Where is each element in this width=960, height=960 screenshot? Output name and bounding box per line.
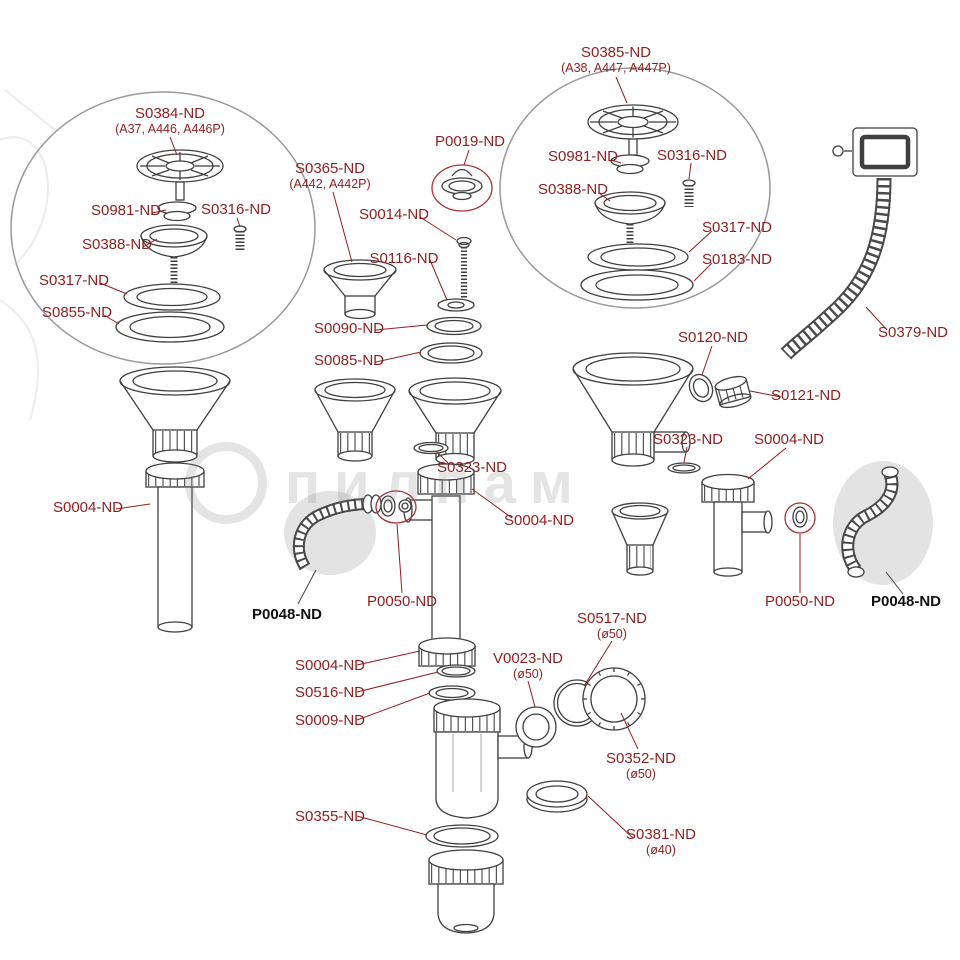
gray-highlight-left (284, 491, 376, 575)
flanged-ring-s0381 (526, 780, 588, 813)
label-s0121-nd: S0121-ND (770, 387, 842, 404)
accent-circle-p0050-right (784, 502, 816, 534)
nut-s0121 (714, 375, 752, 409)
washer-s0090 (426, 316, 482, 336)
right-gasket-s0317 (587, 243, 689, 271)
label-s0365-nd: S0365-ND(A442, A442P) (289, 160, 371, 192)
label-s0116-nd: S0116-ND (369, 250, 439, 267)
flange-s0365 (323, 259, 397, 320)
mid-union-nut-and-pipe (403, 463, 475, 641)
label-p0019-nd: P0019-ND (434, 133, 506, 150)
label-s0317-nd-right: S0317-ND (701, 219, 773, 236)
ring-s0009 (428, 685, 476, 701)
left-drain-body (119, 366, 231, 463)
label-s0379-nd: S0379-ND (877, 324, 949, 341)
right-seal-washer (610, 154, 650, 175)
left-gasket-s0317 (123, 283, 221, 311)
lower-union-nut (418, 637, 476, 667)
trap-body (435, 731, 533, 819)
left-group-ellipse (10, 91, 316, 365)
right-gasket-s0183 (580, 269, 694, 301)
label-s0352-nd: S0352-ND(ø50) (605, 750, 677, 782)
washer-s0116 (437, 298, 475, 312)
label-p0050-nd-right: P0050-ND (764, 593, 836, 610)
label-s0517-nd: S0517-ND(ø50) (576, 610, 648, 642)
gray-highlight-right (833, 461, 933, 585)
oring-s0323-mid (413, 441, 449, 455)
label-s0384-nd: S0384-ND(A37, A446, A446P) (115, 105, 225, 137)
label-s0004-nd-right: S0004-ND (753, 431, 825, 448)
right-union-nut-and-pipe (701, 473, 773, 577)
gasket-s0085 (419, 342, 483, 364)
leader-lines-bold (297, 569, 904, 605)
left-bolt (233, 225, 247, 252)
oring-p0050-right (792, 506, 808, 528)
elbow-p0048-right (841, 466, 899, 578)
label-s0381-nd: S0381-ND(ø40) (625, 826, 697, 858)
label-s0014-nd: S0014-ND (358, 206, 430, 223)
label-s0981-nd-left: S0981-ND (90, 202, 162, 219)
right-group-ellipse (499, 67, 771, 309)
right-drain-funnel (572, 352, 694, 467)
label-p0048-nd-right: P0048-ND (870, 593, 942, 610)
label-s0323-nd-mid: S0323-ND (436, 459, 508, 476)
leader-lines (99, 76, 888, 839)
label-s0009-nd: S0009-ND (294, 712, 366, 729)
label-s0388-nd-right: S0388-ND (537, 181, 609, 198)
left-strainer-cap (136, 149, 224, 201)
nut-s0352 (582, 667, 646, 731)
overflow-head (832, 127, 918, 177)
mid-funnel-left (314, 378, 396, 462)
screw-s0014 (456, 236, 472, 303)
label-s0085-nd: S0085-ND (313, 352, 385, 369)
left-seal-washer (157, 201, 197, 222)
accent-circle-p0019 (431, 164, 493, 212)
label-s0385-nd: S0385-ND(A38, A447, A447P) (561, 44, 671, 76)
left-extension-tube (145, 462, 205, 633)
label-s0355-nd: S0355-ND (294, 808, 366, 825)
oring-s0516 (436, 664, 476, 678)
label-s0004-nd-mid: S0004-ND (503, 512, 575, 529)
right-strainer-cap (587, 104, 679, 156)
accent-circle-p0050-left (375, 490, 417, 524)
trap-bottom-cup (428, 849, 504, 934)
label-s0317-nd-left: S0317-ND (38, 272, 110, 289)
label-s0183-nd: S0183-ND (701, 251, 773, 268)
plug-p0019 (441, 168, 483, 201)
left-gasket-s0855 (115, 311, 225, 343)
label-s0316-nd-left: S0316-ND (200, 201, 272, 218)
right-bolt (682, 179, 696, 207)
label-s0981-nd-right: S0981-ND (547, 148, 619, 165)
ring-v0023 (515, 706, 557, 748)
oring-s0355 (425, 824, 499, 848)
label-s0855-nd: S0855-ND (41, 304, 113, 321)
label-s0090-nd: S0090-ND (313, 320, 385, 337)
label-s0516-nd: S0516-ND (294, 684, 366, 701)
oring-s0120 (688, 373, 714, 403)
label-s0323-nd-right: S0323-ND (652, 431, 724, 448)
label-s0316-nd-right: S0316-ND (656, 147, 728, 164)
overflow-hose (780, 177, 892, 360)
label-v0023-nd: V0023-ND(ø50) (492, 650, 564, 682)
label-s0004-nd-lower: S0004-ND (294, 657, 366, 674)
label-s0120-nd: S0120-ND (677, 329, 749, 346)
label-s0388-nd-left: S0388-ND (81, 236, 153, 253)
label-p0050-nd-left: P0050-ND (366, 593, 438, 610)
oring-set-p0050-left (380, 495, 412, 517)
label-s0004-nd-tube: S0004-ND (52, 499, 124, 516)
small-funnel-right-mid (611, 502, 669, 576)
oring-s0323-right (667, 462, 701, 474)
faint-sketch-lines (0, 89, 56, 421)
label-p0048-nd-left: P0048-ND (251, 606, 323, 623)
trap-top-nut (433, 698, 501, 733)
